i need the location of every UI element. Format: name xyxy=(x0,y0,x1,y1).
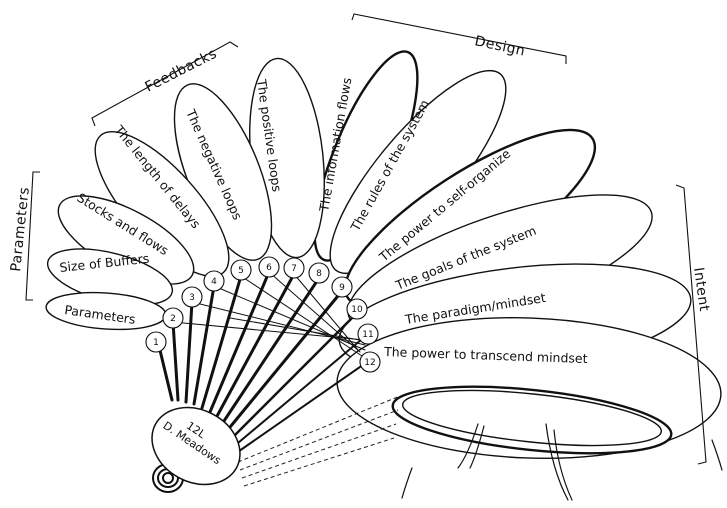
hub: 12L D. Meadows xyxy=(138,393,253,500)
ring-12-num: 12 xyxy=(364,358,375,368)
ring-8-num: 8 xyxy=(316,269,322,279)
ring-3-num: 3 xyxy=(189,293,195,303)
design-group-label: Design xyxy=(473,33,527,59)
ring-11-num: 11 xyxy=(362,330,373,340)
ring-2-num: 2 xyxy=(170,314,176,324)
ring-10-num: 10 xyxy=(351,305,363,315)
ring-9-num: 9 xyxy=(339,283,345,293)
ring-5-num: 5 xyxy=(238,266,244,276)
ring-7-num: 7 xyxy=(291,264,297,274)
parameters-group-label: Parameters xyxy=(8,186,33,272)
design-bracket xyxy=(352,14,566,64)
ring-6-num: 6 xyxy=(266,263,272,273)
ring-1-num: 1 xyxy=(153,338,159,348)
ring-4-num: 4 xyxy=(211,277,217,287)
